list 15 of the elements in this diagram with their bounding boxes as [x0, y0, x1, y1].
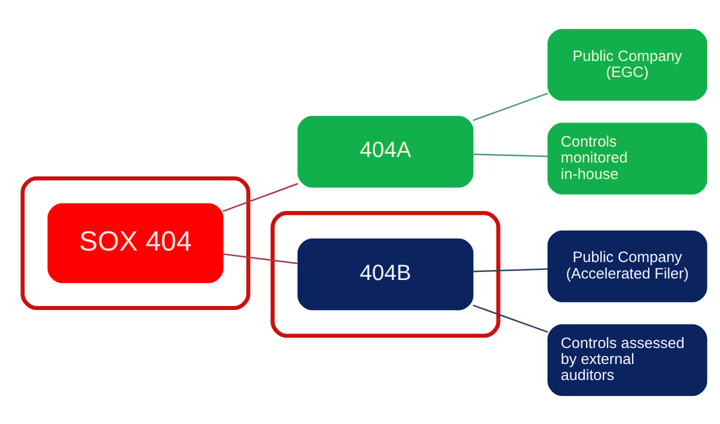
connector [222, 252, 298, 264]
connector [473, 153, 548, 157]
connector [472, 304, 548, 332]
node-box: 404B [298, 238, 474, 310]
connector [473, 268, 548, 272]
cluster [270, 210, 500, 338]
connector [222, 182, 298, 212]
node-box: Controls monitored in-house [548, 122, 708, 194]
cluster [20, 176, 250, 310]
node-box: Public Company (EGC) [548, 28, 708, 100]
node-box: Public Company (Accelerated Filer) [548, 230, 708, 302]
node-box: 404A [298, 115, 474, 188]
node-box: SOX 404 [48, 202, 224, 283]
node-box: Controls assessed by external auditors [548, 324, 708, 396]
connector [472, 92, 548, 121]
